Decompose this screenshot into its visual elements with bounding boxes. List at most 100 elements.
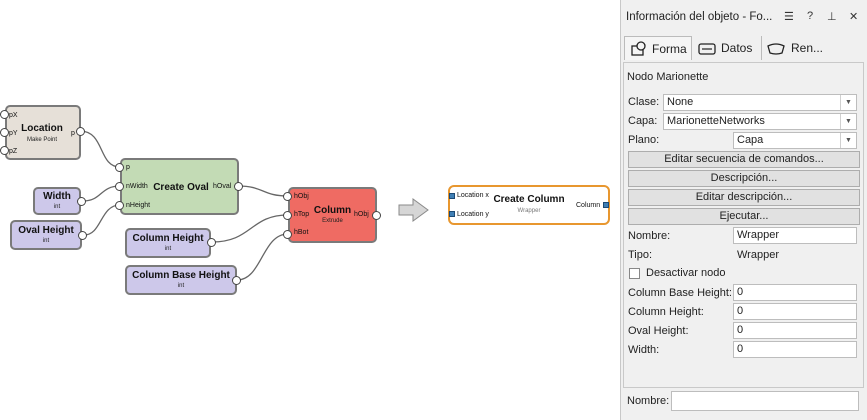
node-title: Column Base Height (132, 270, 230, 281)
disable-node-label: Desactivar nodo (646, 267, 726, 279)
shape-icon (631, 40, 646, 56)
tab-forma[interactable]: Forma (624, 36, 692, 60)
port-label: Location x (457, 192, 489, 199)
bottom-name-field[interactable] (671, 391, 859, 411)
port-out[interactable] (603, 202, 609, 208)
chevron-down-icon[interactable]: ▼ (840, 114, 856, 129)
node-subtitle: Wrapper (517, 208, 541, 214)
node-subtitle: int (177, 283, 185, 289)
plano-select[interactable]: Capa ▼ (733, 132, 857, 149)
port-out[interactable] (207, 238, 216, 247)
bottom-name-label: Nombre: (627, 395, 670, 407)
close-icon[interactable]: ✕ (849, 11, 859, 23)
forma-tab-content: Nodo Marionette Clase: None ▼ Capa: Mari… (623, 62, 864, 388)
wires (79, 130, 289, 281)
port-in[interactable] (283, 192, 292, 201)
panel-title: Información del objeto - Fo... (626, 11, 773, 23)
wrapper-node[interactable]: Create Column Wrapper Location x Locatio… (448, 185, 610, 225)
tab-label: Forma (652, 41, 687, 56)
clase-label: Clase: (628, 96, 660, 108)
port-in[interactable] (283, 230, 292, 239)
create-oval-node[interactable]: Create Oval p nWidth nHeight hOval (120, 158, 239, 215)
port-label: pZ (9, 148, 18, 155)
oval-height-node[interactable]: Oval Height int (10, 220, 82, 250)
port-in[interactable] (449, 211, 455, 217)
node-title: Column Height (132, 233, 204, 244)
port-out[interactable] (78, 231, 87, 240)
port-label: hObj (354, 211, 369, 218)
column-height-field[interactable]: 0 (733, 303, 857, 320)
wire-create-oval-column (237, 185, 289, 197)
node-subtitle: int (42, 238, 50, 244)
edit-script-button[interactable]: Editar secuencia de comandos... (628, 151, 860, 168)
marionette-canvas[interactable]: Location Make Point pX pY pZ p Width int… (0, 0, 620, 420)
description-button[interactable]: Descripción... (628, 170, 860, 187)
port-label: p (71, 130, 75, 137)
chevron-down-icon[interactable]: ▼ (840, 133, 856, 148)
column-base-height-field[interactable]: 0 (733, 284, 857, 301)
node-title: Create Column (493, 194, 565, 205)
width-node[interactable]: Width int (33, 187, 81, 215)
port-label: hBot (294, 229, 309, 236)
node-subtitle: int (53, 204, 61, 210)
clase-select[interactable]: None ▼ (663, 94, 857, 111)
wire-column-height-column (211, 214, 289, 243)
port-label: nHeight (126, 202, 151, 209)
port-in[interactable] (115, 182, 124, 191)
field-label: Column Base Height: (628, 287, 732, 299)
chevron-down-icon[interactable]: ▼ (840, 95, 856, 110)
port-in[interactable] (0, 146, 9, 155)
port-out[interactable] (76, 127, 85, 136)
node-title: Oval Height (18, 225, 74, 236)
help-icon[interactable]: ? (807, 10, 814, 22)
port-label: Column (576, 202, 601, 209)
tab-render[interactable]: Ren... (761, 36, 831, 60)
port-label: hTop (294, 211, 310, 218)
port-label: nWidth (126, 183, 148, 190)
port-in[interactable] (115, 201, 124, 210)
tab-label: Datos (721, 41, 753, 55)
plano-value: Capa (737, 134, 764, 146)
arrow-right-icon (398, 198, 429, 222)
tab-label: Ren... (791, 41, 824, 55)
node-title: Location (21, 123, 63, 134)
port-in[interactable] (283, 211, 292, 220)
field-label: Oval Height: (628, 325, 689, 337)
port-in[interactable] (449, 193, 455, 199)
port-in[interactable] (115, 163, 124, 172)
port-label: pY (9, 130, 18, 137)
node-title: Column (313, 205, 352, 216)
tab-datos[interactable]: Datos (695, 36, 759, 60)
menu-icon[interactable]: ☰ (784, 11, 794, 23)
capa-select[interactable]: MarionetteNetworks ▼ (663, 113, 857, 130)
nombre-field[interactable]: Wrapper (733, 227, 857, 244)
pin-icon[interactable]: ⊥ (827, 11, 837, 23)
edit-description-button[interactable]: Editar descripción... (628, 189, 860, 206)
node-subtitle: Make Point (26, 137, 57, 143)
port-label: p (126, 164, 130, 171)
port-out[interactable] (372, 211, 381, 220)
node-heading: Nodo Marionette (627, 71, 709, 83)
node-title: Create Oval (153, 182, 209, 193)
location-node[interactable]: Location Make Point pX pY pZ p (5, 105, 81, 160)
node-subtitle: int (164, 246, 172, 252)
column-base-height-node[interactable]: Column Base Height int (125, 265, 237, 295)
port-label: hObj (294, 193, 309, 200)
port-label: hOval (213, 183, 232, 190)
tipo-value: Wrapper (737, 249, 779, 261)
port-out[interactable] (234, 182, 243, 191)
port-in[interactable] (0, 128, 9, 137)
port-out[interactable] (77, 197, 86, 206)
column-node[interactable]: Column Extrude hObj hTop hBot hObj (288, 187, 377, 243)
column-height-node[interactable]: Column Height int (125, 228, 211, 258)
disable-node-checkbox[interactable] (629, 268, 640, 279)
port-out[interactable] (232, 276, 241, 285)
width-field[interactable]: 0 (733, 341, 857, 358)
plano-label: Plano: (628, 134, 660, 146)
wire-oval-height-create-oval (83, 204, 121, 236)
oval-height-field[interactable]: 0 (733, 322, 857, 339)
execute-button[interactable]: Ejecutar... (628, 208, 860, 225)
port-label: Location y (457, 211, 489, 218)
port-in[interactable] (0, 110, 9, 119)
wire-location-create-oval (79, 130, 121, 168)
